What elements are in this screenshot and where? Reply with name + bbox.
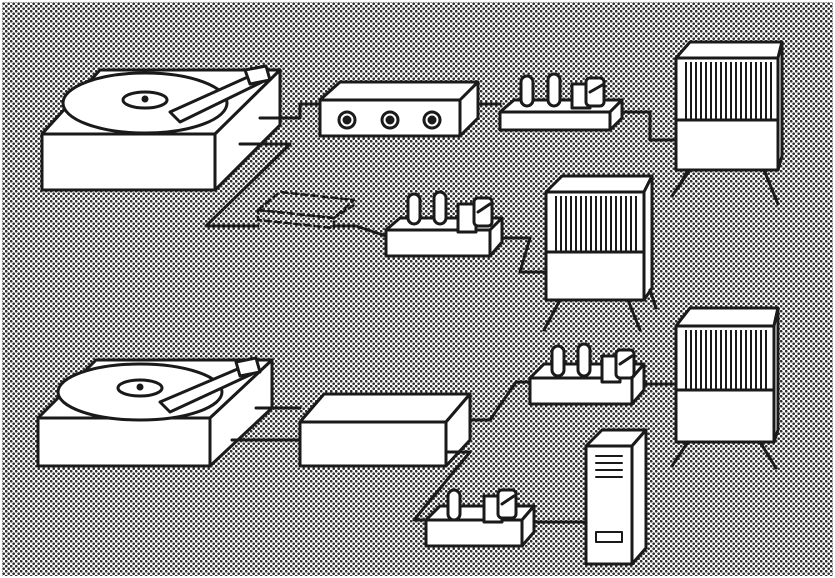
- preamplifier: [320, 82, 478, 136]
- tall-cabinet-speaker: [586, 430, 646, 564]
- control-unit: [300, 394, 470, 466]
